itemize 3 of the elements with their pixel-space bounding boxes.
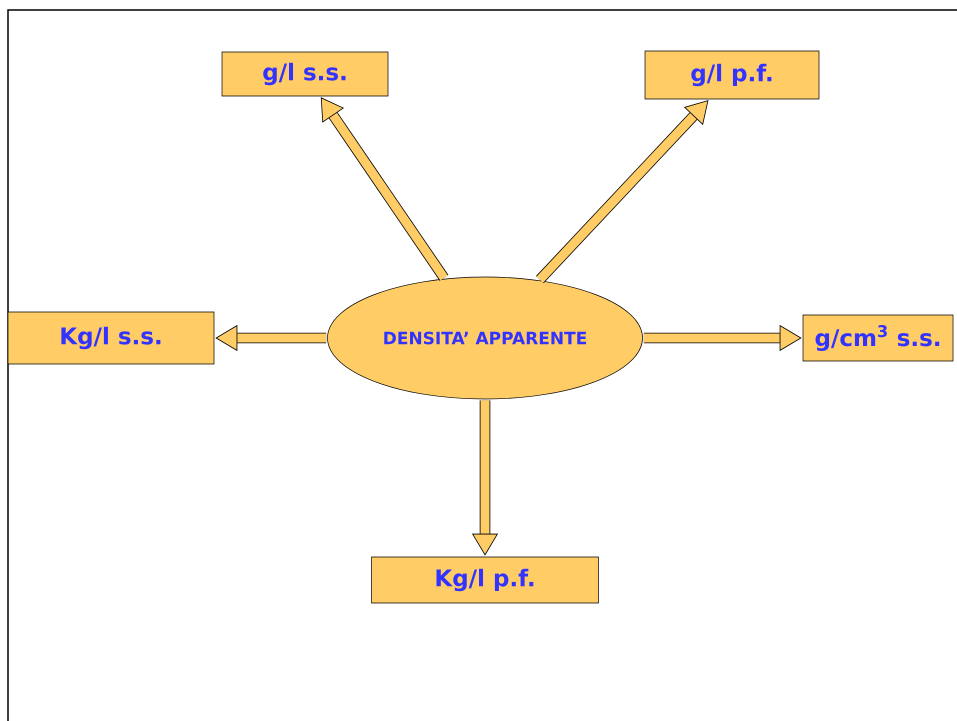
block-arrow xyxy=(536,100,708,284)
block-arrow xyxy=(320,97,448,281)
ellipse-node: DENSITA’ APPARENTE xyxy=(327,276,643,400)
